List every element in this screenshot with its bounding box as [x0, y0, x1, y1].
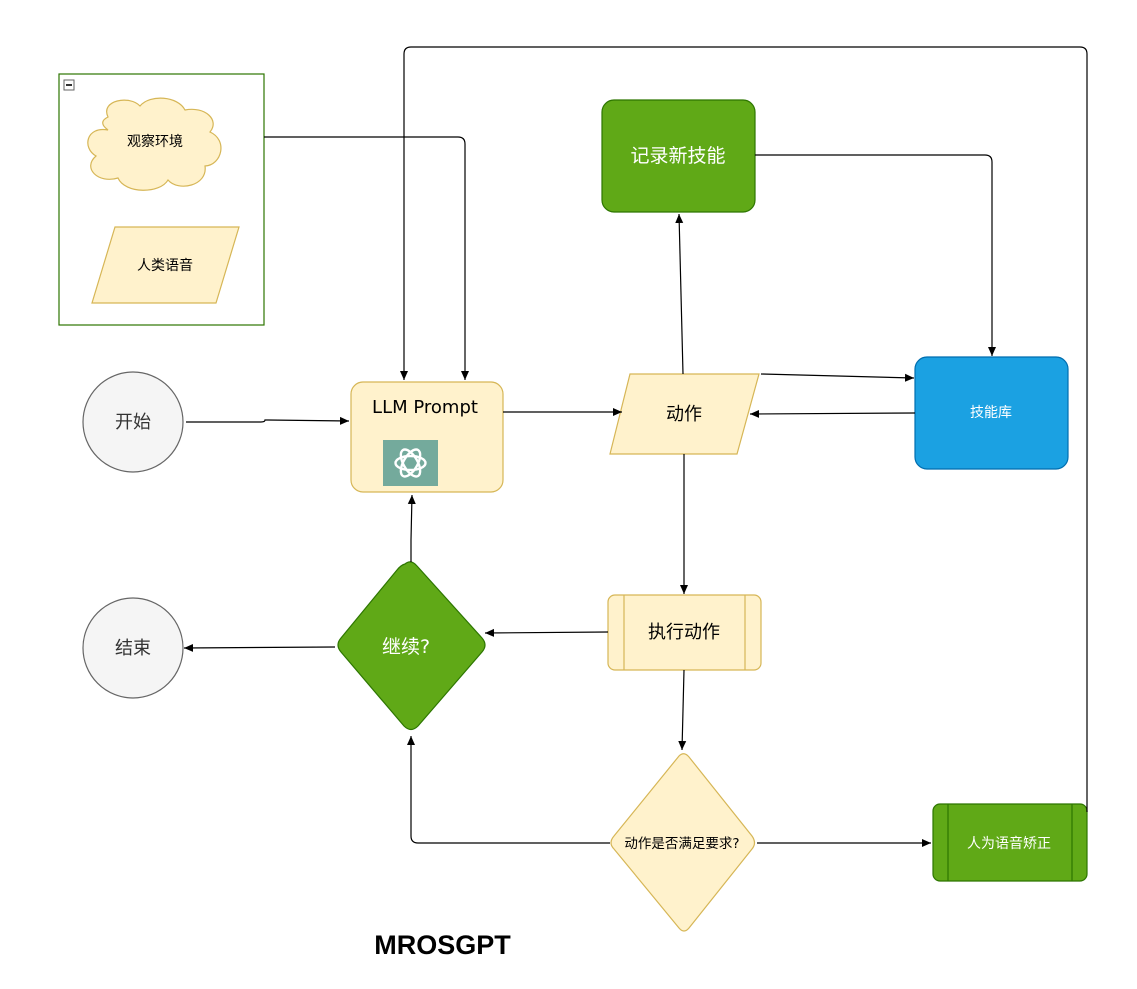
- human-voice-correction-label: 人为语音矫正: [967, 835, 1051, 852]
- start-node[interactable]: 开始: [82, 371, 184, 473]
- end-label: 结束: [115, 638, 151, 659]
- edges: [183, 46, 1088, 847]
- edge-action-to-skilllib: [760, 373, 915, 382]
- record-new-skill-label: 记录新技能: [630, 145, 725, 167]
- human-voice-label: 人类语音: [137, 257, 193, 274]
- execute-action-label: 执行动作: [648, 622, 720, 643]
- edge-record-to-skilllib: [755, 154, 996, 356]
- observe-environment-cloud[interactable]: 观察环境: [87, 97, 222, 191]
- human-voice-correction-node[interactable]: 人为语音矫正: [932, 803, 1088, 882]
- openai-logo-icon: [383, 440, 438, 486]
- diagram-title: MROSGPT: [374, 930, 511, 960]
- llm-prompt-label: LLM Prompt: [372, 397, 478, 418]
- llm-prompt-node[interactable]: LLM Prompt: [350, 381, 504, 493]
- human-voice-parallelogram[interactable]: 人类语音: [91, 226, 240, 304]
- minus-collapse-icon[interactable]: [63, 79, 75, 91]
- action-parallelogram[interactable]: 动作: [609, 373, 760, 455]
- edge-skilllib-to-action: [749, 409, 916, 418]
- execute-action-node[interactable]: 执行动作: [607, 594, 762, 671]
- requirement-check-decision[interactable]: 动作是否满足要求?: [610, 753, 756, 932]
- edge-execute-to-check: [678, 669, 687, 751]
- edge-correction-to-llm: [400, 46, 1088, 812]
- edge-check-to-continue: [407, 736, 610, 844]
- skill-library-label: 技能库: [970, 405, 1012, 421]
- observe-environment-label: 观察环境: [127, 133, 183, 150]
- edge-action-to-record: [675, 213, 684, 375]
- action-label: 动作: [666, 404, 702, 425]
- end-node[interactable]: 结束: [82, 597, 184, 699]
- edge-group-to-llm: [264, 136, 469, 380]
- skill-library-node[interactable]: 技能库: [914, 356, 1069, 470]
- continue-decision[interactable]: 继续?: [337, 561, 486, 731]
- edge-continue-to-llm: [407, 494, 416, 562]
- requirement-check-label: 动作是否满足要求?: [624, 836, 739, 852]
- edge-execute-to-continue: [484, 628, 609, 637]
- continue-label: 继续?: [382, 636, 430, 658]
- edge-continue-to-end: [183, 643, 336, 652]
- edge-start-to-llm: [186, 416, 350, 425]
- start-label: 开始: [115, 412, 151, 433]
- record-new-skill-node[interactable]: 记录新技能: [601, 99, 756, 213]
